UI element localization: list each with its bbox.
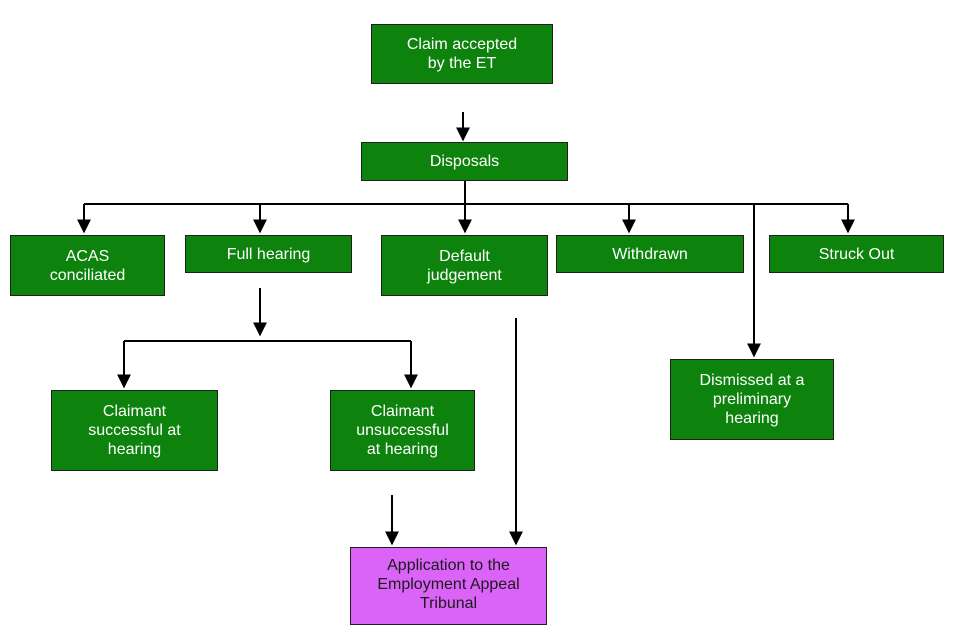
claimant-successful-box: Claimant successful at hearing xyxy=(51,390,218,471)
appeal-application-label: Application to the Employment Appeal Tri… xyxy=(377,557,520,612)
full-hearing-box: Full hearing xyxy=(185,235,352,273)
disposals-label: Disposals xyxy=(429,153,500,170)
struck-out-box: Struck Out xyxy=(769,235,944,273)
withdrawn-box: Withdrawn xyxy=(556,235,744,273)
claimant-unsuccessful-box: Claimant unsuccessful at hearing xyxy=(330,390,475,471)
full-hearing-label: Full hearing xyxy=(226,245,311,263)
dismissed-preliminary-label: Dismissed at a preliminary hearing xyxy=(699,372,805,427)
default-judgement-box: Default judgement xyxy=(381,235,548,296)
claimant-successful-label: Claimant successful at hearing xyxy=(88,403,181,458)
withdrawn-label: Withdrawn xyxy=(612,245,688,263)
struck-out-label: Struck Out xyxy=(818,245,895,263)
appeal-application-box: Application to the Employment Appeal Tri… xyxy=(350,547,547,625)
acas-conciliated-label: ACAS conciliated xyxy=(49,247,126,284)
default-judgement-label: Default judgement xyxy=(427,247,502,284)
dismissed-preliminary-box: Dismissed at a preliminary hearing xyxy=(670,359,834,440)
disposals-box: Disposals xyxy=(361,142,568,181)
claim-accepted-box: Claim accepted by the ET xyxy=(371,24,553,84)
claim-accepted-label: Claim accepted by the ET xyxy=(406,36,518,72)
acas-conciliated-box: ACAS conciliated xyxy=(10,235,165,296)
claimant-unsuccessful-label: Claimant unsuccessful at hearing xyxy=(356,403,449,458)
